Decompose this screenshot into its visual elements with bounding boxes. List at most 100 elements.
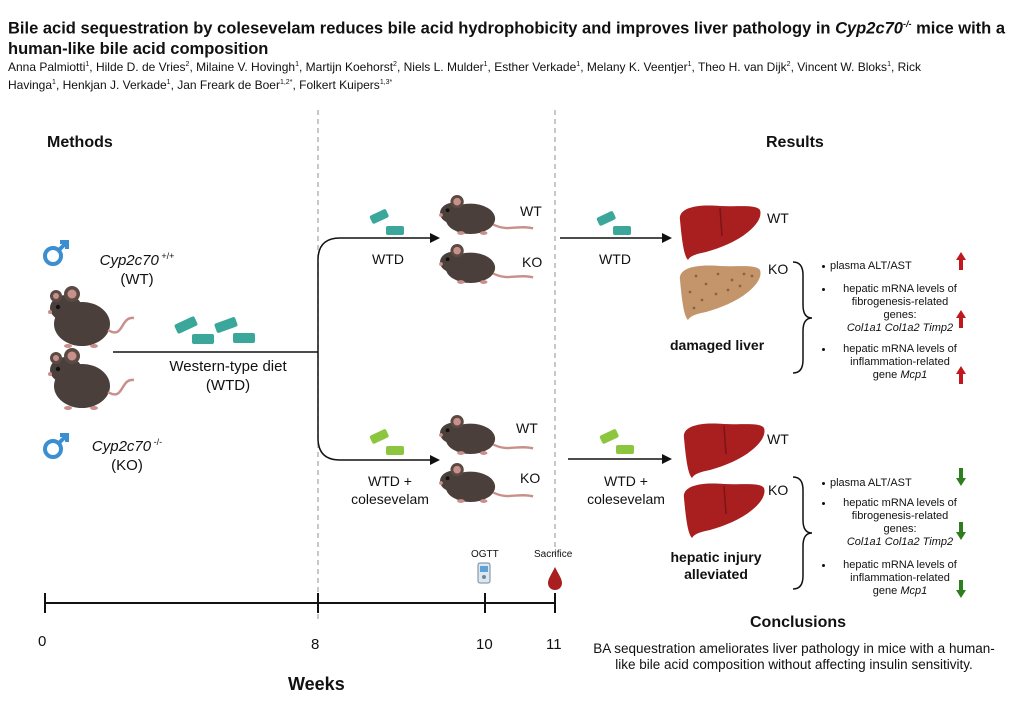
diet-label-line: (WTD): [205, 377, 251, 394]
author-name: Esther Verkade: [494, 60, 577, 74]
tick-label-11: 11: [546, 636, 562, 653]
mouse-icon: [46, 284, 136, 350]
author-name: Rick: [897, 60, 921, 74]
ogtt-label: OGTT: [471, 549, 499, 560]
gene-name: Cyp2c70: [99, 252, 159, 269]
wt-genotype-label: Cyp2c70 +/+ (WT): [82, 247, 192, 289]
title-part: human-like bile acid composition: [8, 39, 269, 58]
author-list: Anna Palmiotti1, Hilde D. de Vries2, Mil…: [8, 57, 1013, 93]
author-name: Vincent W. Bloks: [797, 60, 888, 74]
bullet-dot: [822, 288, 825, 291]
bullet-fibrogenesis: hepatic mRNA levels of fibrogenesis-rela…: [822, 283, 970, 335]
glucometer-icon: [477, 562, 491, 584]
conclusion-line: like bile acid composition without affec…: [615, 657, 973, 672]
author-name: Hilde D. de Vries: [95, 60, 186, 74]
gene-sup: +/+: [161, 251, 175, 261]
diet-label-line: Western-type diet: [169, 358, 287, 375]
title-gene: Cyp2c70: [835, 19, 903, 38]
mouse-wt-label: WT: [516, 420, 538, 436]
author-name: Havinga: [8, 78, 53, 92]
liver-ko-label: KO: [768, 482, 789, 498]
results-header: Results: [766, 134, 824, 151]
tick-label-0: 0: [38, 633, 47, 650]
bullet-fibrogenesis: hepatic mRNA levels of fibrogenesis-rela…: [822, 497, 970, 549]
bullet-text: inflammation-related: [850, 572, 950, 584]
timeline-axis-label: Weeks: [288, 674, 345, 694]
bullet-genes: Col1a1 Col1a2 Timp2: [846, 536, 954, 548]
mouse-icon: [46, 346, 136, 412]
mouse-icon: [437, 193, 535, 237]
mouse-icon: [437, 242, 535, 286]
group-col-line: colesevelam: [351, 491, 429, 507]
tick-label-8: 8: [311, 636, 320, 653]
bullet-dot: [822, 265, 825, 268]
author-affiliation: 1,3*: [379, 79, 393, 86]
liver-wt-label: WT: [767, 431, 789, 447]
author-name: Jan Freark de Boer: [177, 78, 280, 92]
title-part: mice with a: [911, 19, 1006, 38]
bullet-dot: [822, 482, 825, 485]
conclusion-text: BA sequestration ameliorates liver patho…: [574, 641, 1014, 673]
genotype-abbr: (WT): [120, 271, 154, 288]
bullet-genes: Col1a1 Col1a2 Timp2: [846, 322, 954, 334]
bullet-gene: Mcp1: [900, 585, 928, 597]
author-line-1: Anna Palmiotti1, Hilde D. de Vries2, Mil…: [8, 60, 898, 74]
conclusions-header: Conclusions: [750, 614, 847, 631]
male-symbol-icon: [43, 240, 69, 266]
alleviated-line: hepatic injury: [670, 549, 762, 565]
methods-header: Methods: [47, 134, 113, 151]
author-affiliation: 2: [185, 61, 190, 68]
gene-name: Cyp2c70: [91, 438, 152, 455]
author-name: Niels L. Mulder: [403, 60, 484, 74]
brace: [792, 476, 813, 590]
alleviated-label: hepatic injury alleviated: [666, 549, 766, 583]
bullet-text: plasma ALT/AST: [830, 260, 912, 272]
colesevelam-pellets-icon: [599, 429, 634, 454]
author-affiliation: 1: [166, 79, 171, 86]
author-affiliation: 1: [887, 61, 891, 68]
liver-icon: [679, 205, 761, 260]
author-affiliation: 1: [576, 61, 581, 68]
author-name: Folkert Kuipers: [299, 78, 380, 92]
liver-icon: [683, 483, 765, 538]
group-col-line: WTD +: [368, 473, 412, 489]
author-affiliation: 1: [295, 61, 299, 68]
author-name: Anna Palmiotti: [8, 60, 86, 74]
author-name: Theo H. van Dijk: [697, 60, 787, 74]
tick-label-10: 10: [476, 636, 493, 653]
author-affiliation: 2: [786, 61, 791, 68]
sacrifice-label: Sacrifice: [534, 549, 573, 560]
author-affiliation: 1: [687, 61, 692, 68]
arrow-up-icon: [956, 252, 966, 270]
bullet-dot: [822, 502, 825, 505]
bullet-alt-ast: plasma ALT/AST: [822, 477, 930, 490]
ko-genotype-label: Cyp2c70 -/- (KO): [72, 433, 182, 475]
author-affiliation: 1: [483, 61, 488, 68]
mouse-ko-label: KO: [520, 470, 541, 486]
arrow-down-icon: [956, 468, 966, 486]
bullet-inflammation: hepatic mRNA levels of inflammation-rela…: [822, 343, 970, 382]
bullet-text: genes:: [883, 523, 917, 535]
wtd-pellets-icon: [174, 316, 255, 344]
bullet-text: fibrogenesis-related: [851, 296, 949, 308]
mouse-wt-label: WT: [520, 203, 542, 219]
title-sup: -/-: [902, 19, 912, 29]
bullet-alt-ast: plasma ALT/AST: [822, 260, 930, 273]
alleviated-line: alleviated: [684, 566, 748, 582]
bullet-text: gene: [872, 585, 901, 597]
mouse-icon: [437, 461, 535, 505]
bullet-text: plasma ALT/AST: [830, 477, 912, 489]
mouse-ko-label: KO: [522, 254, 543, 270]
author-name: Henkjan J. Verkade: [62, 78, 167, 92]
gene-sup: -/-: [153, 437, 163, 447]
author-name: Martijn Koehorst: [305, 60, 394, 74]
bullet-text: hepatic mRNA levels of: [843, 343, 957, 355]
wtd-pellets-icon: [369, 209, 404, 235]
author-name: Melany K. Veentjer: [586, 60, 688, 74]
author-line-2: Havinga1, Henkjan J. Verkade1, Jan Frear…: [8, 78, 393, 92]
bullet-text: hepatic mRNA levels of: [843, 497, 957, 509]
liver-icon: [683, 423, 765, 478]
bullet-text: hepatic mRNA levels of: [843, 283, 957, 295]
group-col-label: WTD + colesevelam: [335, 472, 445, 508]
